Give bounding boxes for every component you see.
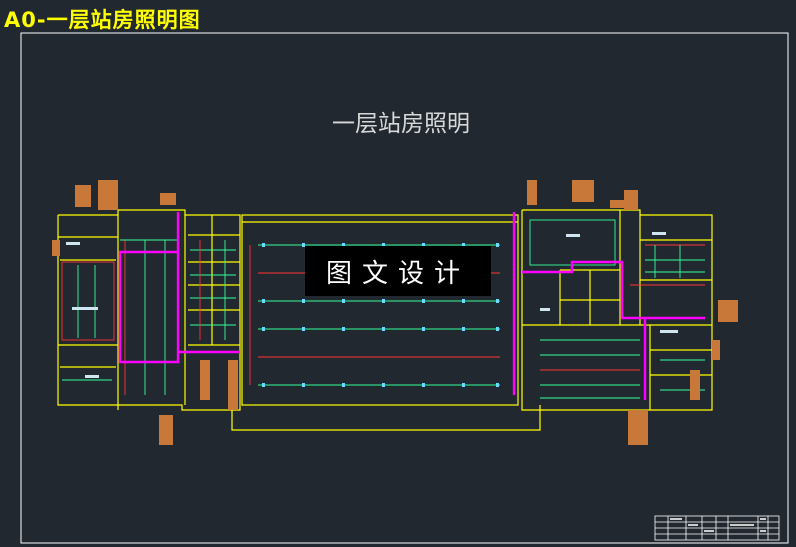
page-title: A0-一层站房照明图 xyxy=(4,8,201,32)
hall-light-fixtures xyxy=(262,243,499,387)
left-wing-circuits xyxy=(61,239,236,395)
right-wing-circuits xyxy=(529,219,705,399)
title-block xyxy=(654,515,780,541)
title-block-text-marks xyxy=(670,518,766,532)
watermark-label: 图文设计 xyxy=(305,246,491,296)
drawing-frame xyxy=(20,32,789,544)
room-labels xyxy=(66,232,678,378)
drawing-title: 一层站房照明 xyxy=(332,111,470,137)
main-feeders xyxy=(118,212,705,400)
annotation-tags xyxy=(52,180,738,445)
building-walls xyxy=(57,209,713,431)
